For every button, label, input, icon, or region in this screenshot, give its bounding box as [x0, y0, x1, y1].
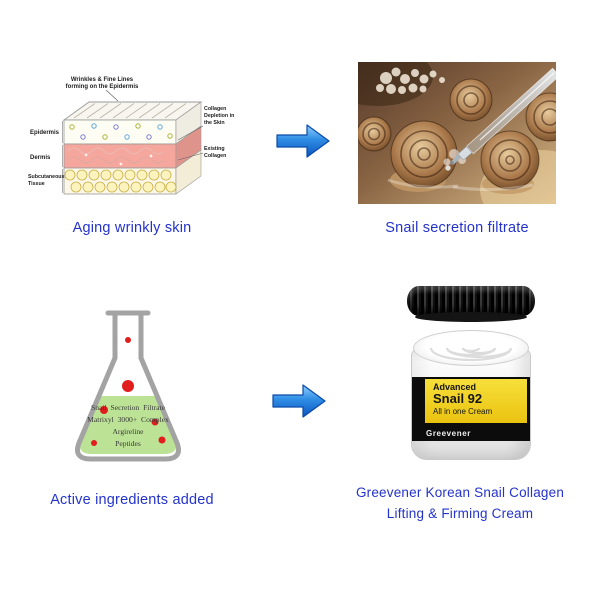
ingredient-dots — [91, 337, 166, 446]
annotation-line — [177, 125, 204, 141]
jar-body: Advanced Snail 92 All in one Cream Greev… — [411, 348, 531, 460]
skin-label-existing-line1: Existing — [204, 146, 225, 152]
cream-swirl-icon — [429, 347, 513, 362]
flask-text-line1: Snail Secretion Filtrate — [91, 403, 166, 412]
flask-text-line2: Matrixyl 3000+ Complex — [87, 415, 169, 424]
skin-diagram: Wrinkles & Fine Lines forming on the Epi… — [26, 72, 236, 214]
annotation-line — [105, 89, 119, 102]
dropper-icon — [445, 67, 560, 171]
jar-label-yellow: Advanced Snail 92 All in one Cream — [425, 379, 527, 423]
skin-label-wrinkles-line2: forming on the Epidermis — [66, 84, 139, 90]
annotation-line — [177, 152, 204, 161]
flask-icon: Snail Secretion Filtrate Matrixyl 3000+ … — [75, 310, 181, 462]
dermis-fibres — [67, 147, 165, 166]
jar-lid — [407, 286, 535, 316]
skin-label-dermis: Dermis — [30, 155, 51, 161]
caption-product-line2: Lifting & Firming Cream — [386, 505, 534, 521]
fat-cells — [64, 169, 177, 193]
slime-streaks — [387, 178, 534, 192]
caption-aging-skin: Aging wrinkly skin — [72, 220, 192, 236]
skin-label-subcut-line2: Tissue — [28, 181, 45, 187]
jar-label: Advanced Snail 92 All in one Cream Greev… — [412, 377, 530, 441]
arrow-bottom — [272, 381, 327, 421]
foam-bubbles — [376, 67, 445, 94]
skin-label-existing-line2: Collagen — [204, 153, 226, 159]
skin-label-wrinkles-line1: Wrinkles & Fine Lines — [71, 77, 134, 83]
caption-product: Greevener Korean Snail Collagen Lifting … — [338, 483, 582, 525]
skin-diagram-illustration: Wrinkles & Fine Lines forming on the Epi… — [28, 77, 234, 195]
epidermis-cells — [69, 123, 173, 140]
skin-label-collagen-line2: Depletion in — [204, 113, 234, 119]
skin-label-subcut-line1: Subcutaneous — [28, 174, 65, 180]
arrow-top — [276, 121, 331, 161]
snail-photo-illustration — [323, 46, 600, 230]
flask-illustration: Snail Secretion Filtrate Matrixyl 3000+ … — [58, 300, 198, 475]
flask-outline — [75, 310, 181, 462]
skin-label-collagen-line1: Collagen — [204, 106, 226, 112]
snail-photo — [323, 46, 600, 230]
jar-label-line3: All in one Cream — [433, 406, 493, 416]
caption-snail-filtrate: Snail secretion filtrate — [385, 220, 529, 236]
caption-product-line1: Greevener Korean Snail Collagen — [355, 485, 565, 500]
jar-label-line1: Advanced — [433, 382, 477, 392]
jar-lid-rim — [415, 312, 527, 322]
flask-text-line4: Peptides — [115, 439, 141, 448]
right-arrow-icon — [276, 124, 330, 158]
caption-active-ingredients: Active ingredients added — [50, 492, 214, 508]
skin-label-epidermis: Epidermis — [30, 130, 60, 136]
right-arrow-icon — [272, 384, 326, 418]
jar-label-line2: Snail 92 — [433, 391, 483, 406]
flask-text-line3: Argireline — [112, 427, 144, 436]
jar-cream-surface — [413, 330, 529, 366]
product-jar: Advanced Snail 92 All in one Cream Greev… — [393, 286, 549, 478]
jar-brand: Greevener — [426, 429, 471, 438]
skin-label-collagen-line3: the Skin — [204, 120, 225, 126]
